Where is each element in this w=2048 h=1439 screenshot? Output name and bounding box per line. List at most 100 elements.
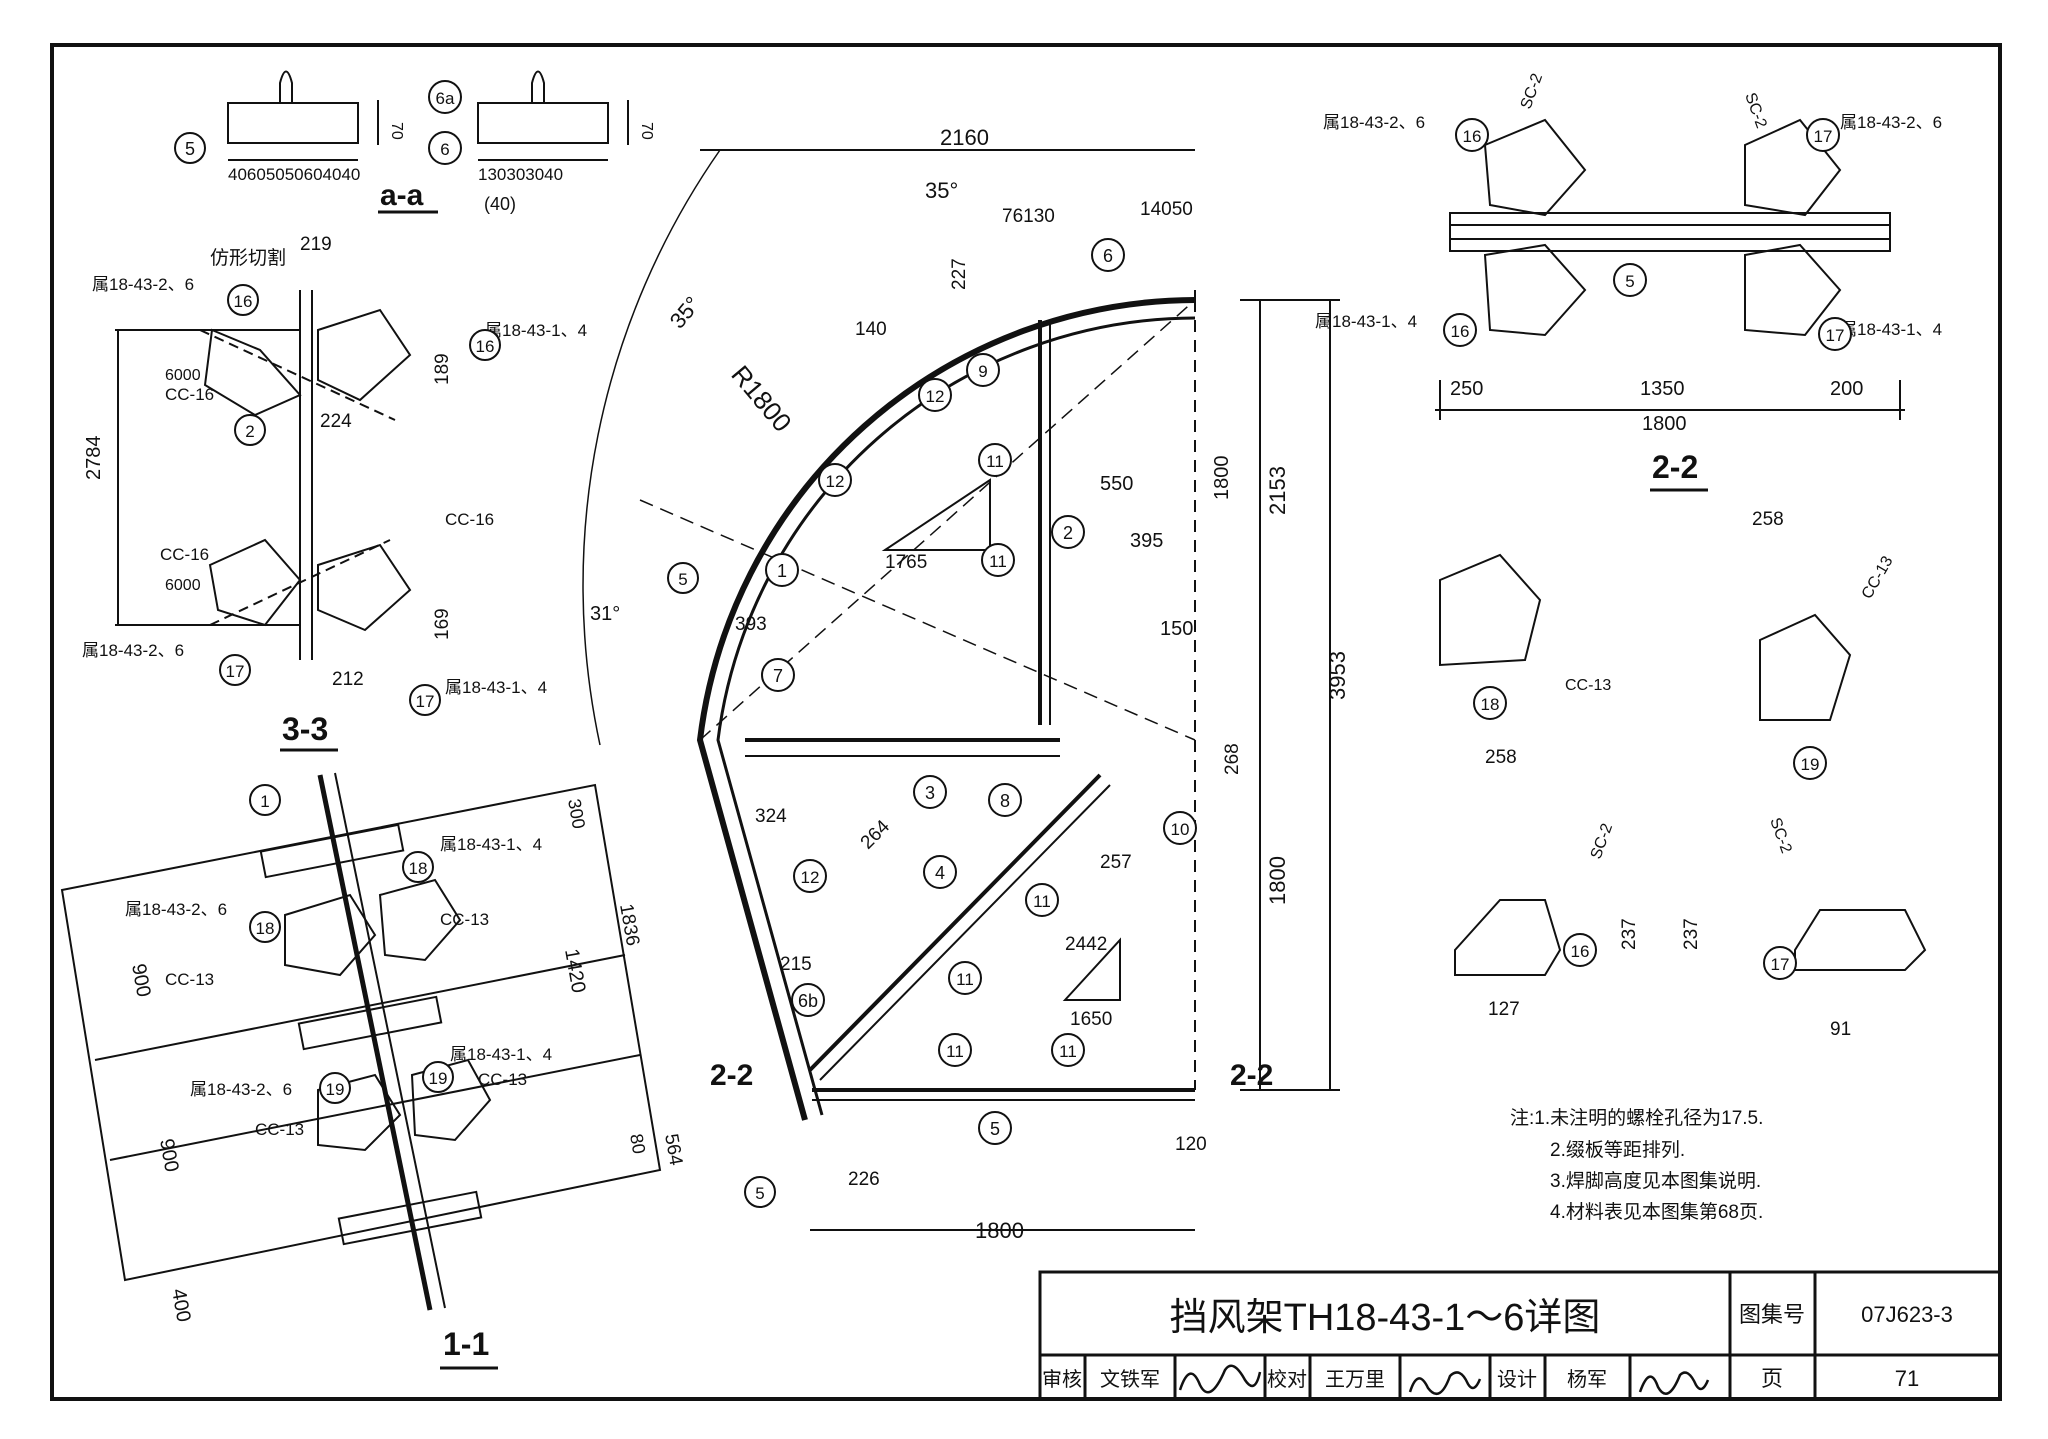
title-block <box>1038 1270 2002 1401</box>
callout-19-detail <box>1763 946 1797 980</box>
callout-12-c-label: 11 <box>1033 892 1051 911</box>
dim-169: 169 <box>432 608 453 640</box>
callout-17b-label: 19 <box>429 1069 448 1088</box>
label-belong-5: 属18-43-1、4 <box>440 835 542 854</box>
dim-aa-left: 40605050604040 <box>228 165 360 184</box>
callout-12-c <box>1025 883 1059 917</box>
callout-19a-label: 17 <box>1814 127 1833 146</box>
dim-219: 219 <box>300 234 332 255</box>
note-2: 2.缀板等距排列. <box>1550 1139 1685 1161</box>
callout-12-a <box>978 443 1012 477</box>
callout-6-main-label: 6 <box>1103 246 1113 266</box>
dim-76130: 76130 <box>1002 206 1055 227</box>
callout-1-main-label: 1 <box>777 561 787 581</box>
callout-16b <box>249 911 281 943</box>
callout-13-a <box>918 378 952 412</box>
dim-237-b: 237 <box>1681 918 1702 950</box>
dim-224: 224 <box>320 411 352 432</box>
label-cc13-3: CC-13 <box>478 1070 527 1089</box>
callout-6a-label: 6 <box>440 140 449 159</box>
callout-18b-label: 16 <box>1451 322 1470 341</box>
dim-226: 226 <box>848 1169 880 1190</box>
dim-200-22: 200 <box>1830 378 1863 400</box>
dim-127: 127 <box>1488 999 1520 1020</box>
dim-1650: 1650 <box>1070 1009 1112 1030</box>
callout-12-b-label: 11 <box>989 552 1007 571</box>
label-belong-3: 属18-43-2、6 <box>82 641 184 660</box>
label-belong-main: 属18-43-1、4 <box>1315 312 1417 331</box>
callout-19b-label: 17 <box>1826 326 1845 345</box>
callout-15a-label: 17 <box>226 662 245 681</box>
callout-13-c <box>793 859 827 893</box>
dim-6000-33a: 6000 <box>165 367 201 384</box>
callout-19b <box>1818 317 1852 351</box>
dim-1350-22: 1350 <box>1640 378 1685 400</box>
dim-215: 215 <box>780 954 812 975</box>
section-mark-2-left: 2-2 <box>710 1059 753 1092</box>
dim-2442: 2442 <box>1065 934 1107 955</box>
label-angle35-a: 35° <box>925 178 958 203</box>
callout-7-main-label: 6b <box>798 991 818 1011</box>
dim-268: 268 <box>1222 743 1243 775</box>
callout-4-main <box>923 855 957 889</box>
reviewer-signature <box>1178 1364 1262 1394</box>
dim-300-11: 300 <box>564 797 589 830</box>
dim-80-11: 80 <box>626 1132 649 1155</box>
atlas-label: 图集号 <box>1739 1302 1805 1327</box>
dim-258-a: 258 <box>1485 747 1517 768</box>
dim-264: 264 <box>857 816 895 854</box>
callout-6a <box>428 131 462 165</box>
callout-14b-label: 16 <box>476 337 495 356</box>
callout-3-main <box>913 775 947 809</box>
dim-aa-paren: (40) <box>484 194 516 214</box>
note-4: 4.材料表见本图集第68页. <box>1550 1201 1763 1223</box>
callout-13-b <box>818 463 852 497</box>
callout-17a-label: 19 <box>326 1080 345 1099</box>
callout-5-main <box>978 1111 1012 1145</box>
dim-189: 189 <box>432 353 453 385</box>
dim-2160: 2160 <box>940 125 989 150</box>
label-cc13-1: CC-13 <box>440 910 489 929</box>
drawing-border <box>50 43 2002 1401</box>
note-3: 3.焊脚高度见本图集说明. <box>1550 1170 1761 1192</box>
label-radius: R1800 <box>725 360 797 438</box>
callout-12-d <box>948 961 982 995</box>
dim-564: 564 <box>660 1132 686 1167</box>
callout-18b <box>1443 313 1477 347</box>
section-33 <box>115 290 412 660</box>
label-cc16-3: CC-16 <box>445 510 494 529</box>
dim-1800-bottom: 1800 <box>975 1218 1024 1243</box>
dim-14050: 14050 <box>1140 199 1193 220</box>
dim-395: 395 <box>1130 530 1163 552</box>
callout-6 <box>174 132 206 164</box>
dim-1800-top: 1800 <box>1211 456 1233 501</box>
main-elevation <box>582 149 1340 1231</box>
dim-900-b: 900 <box>155 1137 182 1174</box>
label-sc2-a: SC-2 <box>1518 71 1546 111</box>
dim-258-b: 258 <box>1752 509 1784 530</box>
dim-6000-33b: 6000 <box>165 577 201 594</box>
page-label: 页 <box>1761 1366 1783 1391</box>
callout-11-main-label: 10 <box>1171 820 1190 839</box>
callout-17b <box>422 1061 454 1093</box>
label-cc13-d1: CC-13 <box>1565 677 1611 694</box>
callout-19-detail-label: 17 <box>1771 955 1790 974</box>
designer-signature <box>1638 1371 1710 1395</box>
callout-6b <box>428 80 462 114</box>
dim-1800-right: 1800 <box>1265 856 1290 905</box>
callout-6-left <box>667 562 699 594</box>
checker-signature <box>1408 1371 1482 1396</box>
dim-3953: 3953 <box>1325 651 1350 700</box>
dim-1765: 1765 <box>885 552 927 573</box>
label-sc2-b: SC-2 <box>1741 91 1769 131</box>
label-angle35-b: 35° <box>665 292 706 334</box>
callout-17-detail <box>1793 746 1827 780</box>
label-belong-2: 属18-43-1、4 <box>485 321 587 340</box>
section-aa <box>227 70 629 161</box>
callout-9-main <box>988 783 1022 817</box>
callout-4-main-label: 4 <box>935 863 945 883</box>
label-cut: 仿形切割 <box>210 247 286 269</box>
callout-1-11 <box>249 784 281 816</box>
callout-15b-label: 17 <box>416 692 435 711</box>
